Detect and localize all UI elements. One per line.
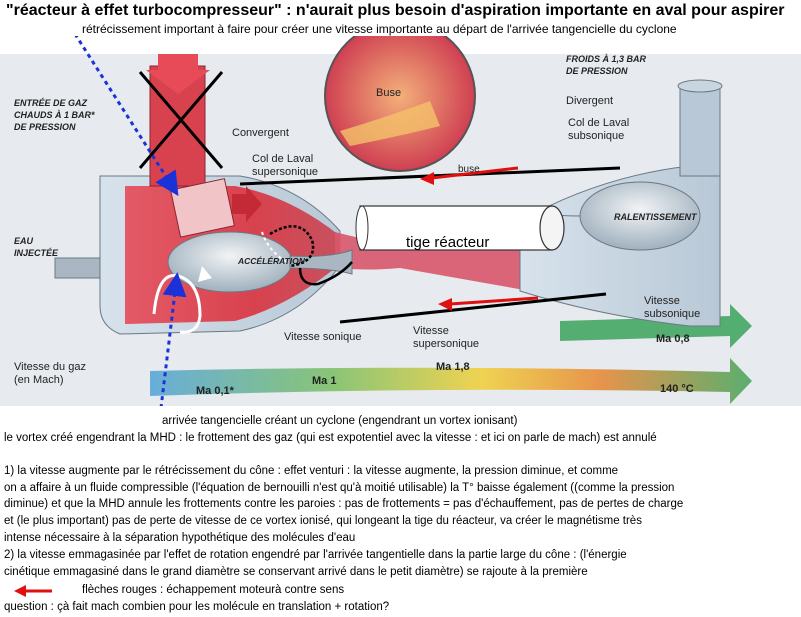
tige-reacteur — [355, 205, 565, 251]
vortex-swirl — [152, 225, 353, 334]
lower-exhaust-line — [339, 292, 607, 324]
label-col-laval-super: Col de Laval supersonique — [252, 153, 318, 178]
label-ralentissement: RALENTISSEMENT — [614, 212, 698, 222]
label-eau-injectee: EAU INJECTÉE — [14, 236, 59, 258]
speed-arrows — [150, 304, 752, 404]
label-vitesse-sonique: Vitesse sonique — [284, 331, 361, 343]
red-exhaust-arrow-top — [420, 166, 519, 185]
note-fleches: flèches rouges : échappement moteurà con… — [82, 584, 345, 596]
label-convergent: Convergent — [232, 127, 289, 139]
cross-mark — [138, 71, 224, 169]
label-entree-gaz: ENTRÉE DE GAZ CHAUDS À 1 BAR* DE PRESSIO… — [14, 98, 97, 132]
note-p1-line1: 1) la vitesse augmente par le rétrécisse… — [4, 465, 619, 477]
label-tige-reacteur: tige réacteur — [406, 234, 489, 251]
red-exhaust-arrow-bottom — [438, 296, 539, 311]
label-col-laval-sub: Col de Laval subsonique — [568, 117, 632, 142]
note-p1-line5: intense nécessaire à la séparation hypot… — [4, 532, 356, 544]
label-ma-08: Ma 0,8 — [656, 333, 690, 345]
note-p1-line3: diminue) et que la MHD annule les frotte… — [4, 498, 684, 510]
speed-arrow-subsonic-top — [560, 304, 752, 348]
blue-dotted-pointer-top — [74, 36, 179, 197]
label-ma-1: Ma 1 — [312, 375, 336, 387]
red-arrow-legend-icon — [14, 585, 52, 597]
note-p1-line2: on a affaire à un fluide compressible (l… — [4, 482, 675, 494]
label-vitesse-subsonique: Vitesse subsonique — [644, 295, 700, 320]
note-arrivee: arrivée tangencielle créant un cyclone (… — [162, 415, 518, 427]
note-p2-line2: cinétique emmagasiné dans le grand diamè… — [4, 566, 588, 578]
blue-dotted-pointer-bottom — [159, 272, 187, 406]
label-acceleration: ACCÉLÉRATION — [237, 256, 306, 266]
label-ma-18: Ma 1,8 — [436, 361, 470, 373]
note-p2-line1: 2) la vitesse emmagasinée par l'effet de… — [4, 549, 627, 561]
page-title: "réacteur à effet turbocompresseur" : n'… — [6, 2, 785, 19]
speed-bar-mach — [150, 358, 752, 404]
label-vitesse-gaz: Vitesse du gaz (en Mach) — [14, 361, 89, 386]
tangential-inlet-box — [170, 178, 235, 238]
page-subtitle: rétrécissement important à faire pour cr… — [82, 22, 677, 36]
note-vortex: le vortex créé engendrant la MHD : le fr… — [4, 432, 657, 444]
cold-outlet-pipe — [679, 85, 721, 177]
label-divergent: Divergent — [566, 95, 613, 107]
reactor-diagram: ENTRÉE DE GAZ CHAUDS À 1 BAR* DE PRESSIO… — [0, 36, 801, 406]
label-ma-01: Ma 0,1* — [196, 385, 235, 397]
buse-zoom-lens — [324, 36, 476, 172]
tangential-red-arrow — [232, 186, 262, 222]
label-vitesse-supersonique: Vitesse supersonique — [413, 325, 479, 350]
label-buse: Buse — [376, 87, 401, 99]
label-temperature: 140 °C — [660, 383, 694, 395]
note-p1-line4: et (le plus important) pas de perte de v… — [4, 515, 642, 527]
hot-gas-inlet-arrow — [146, 54, 210, 94]
label-buse-small: buse — [458, 164, 480, 175]
label-froids: FROIDS À 1,3 BAR DE PRESSION — [566, 54, 649, 76]
note-question: question : çà fait mach combien pour les… — [4, 601, 390, 613]
